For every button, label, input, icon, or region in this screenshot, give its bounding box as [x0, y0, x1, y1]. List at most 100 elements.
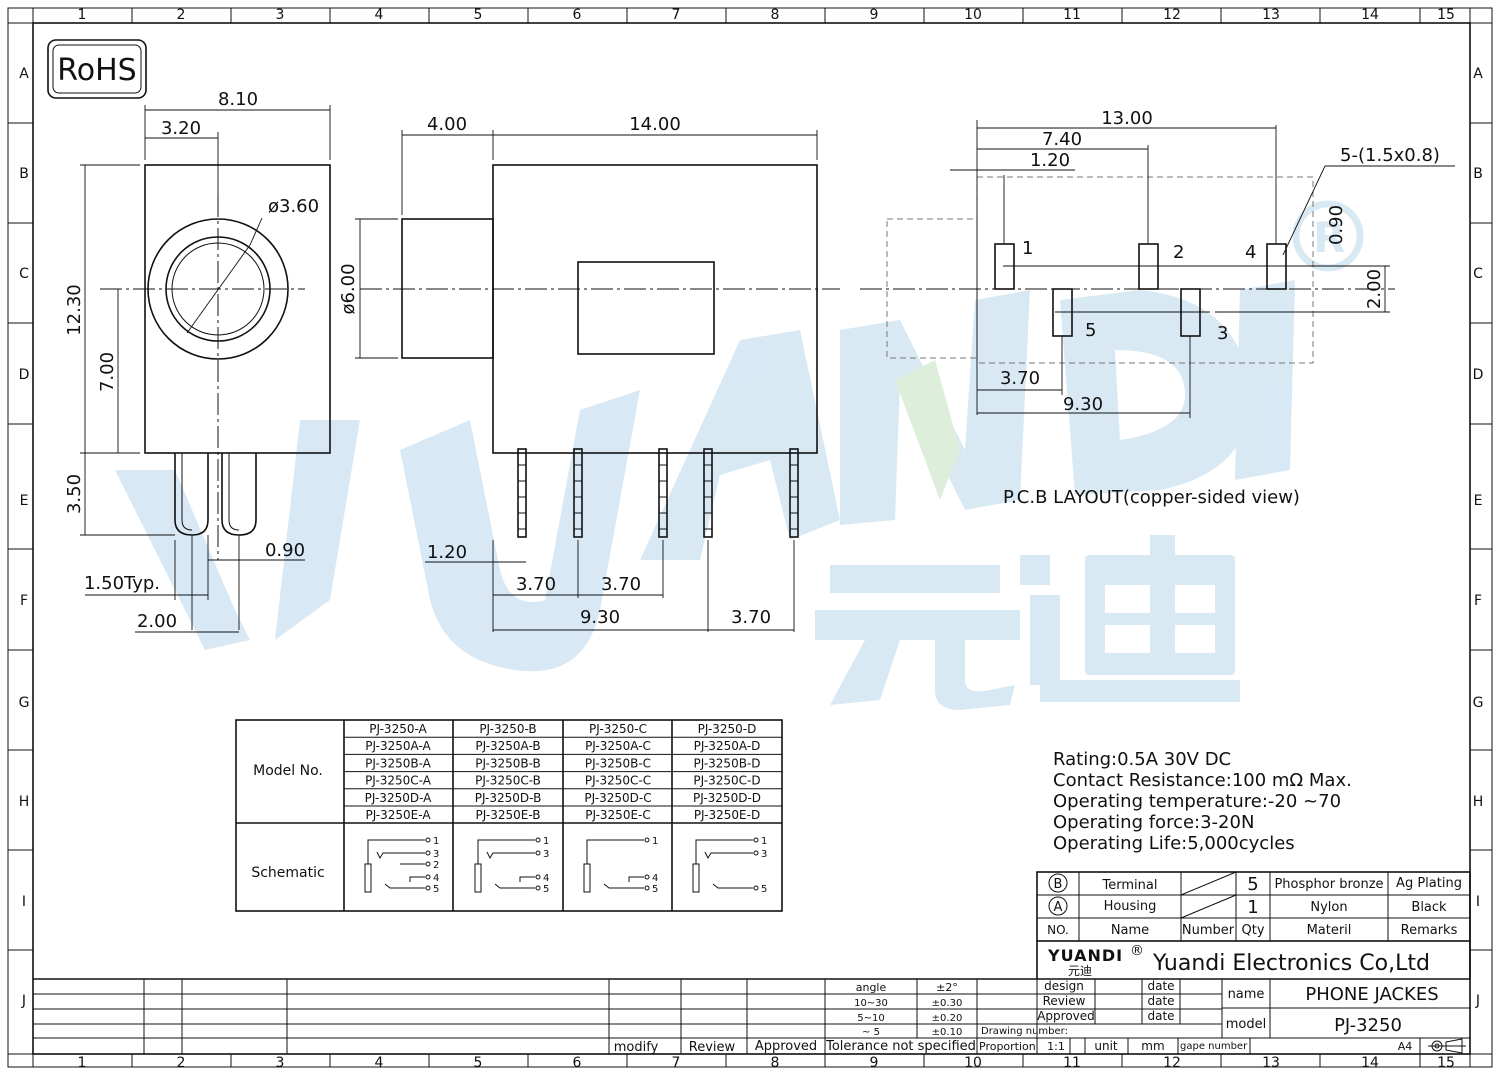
schematic-pin-label: 1 — [433, 836, 439, 847]
watermark: R — [115, 200, 1364, 710]
spec-line: Operating force:3-20N — [1053, 812, 1254, 833]
bom-name: Terminal — [1102, 878, 1158, 893]
tb-date: date — [1147, 1009, 1174, 1023]
model-number-cell: PJ-3250C-C — [585, 774, 651, 788]
dim-pcb-930: 9.30 — [1063, 394, 1103, 415]
spec-line: Operating Life:5,000cycles — [1053, 833, 1295, 854]
dim-pin-length: 3.50 — [64, 474, 85, 514]
grid-col-label: 3 — [276, 7, 285, 23]
schematic-pin-label: 3 — [761, 849, 767, 860]
model-number-cell: PJ-3250D-C — [584, 791, 651, 805]
company-logo-cjk: 元迪 — [1068, 964, 1092, 978]
tol-value: ±2° — [936, 981, 958, 994]
grid-row-label: B — [1473, 166, 1483, 182]
tb-review: Review — [1043, 994, 1086, 1008]
grid-row-label: F — [20, 593, 28, 609]
grid-row-label: F — [1474, 593, 1482, 609]
dim-center: 7.00 — [97, 352, 118, 392]
tb-mm: mm — [1141, 1039, 1164, 1053]
grid-row-label: A — [19, 66, 29, 82]
grid-row-label: E — [20, 493, 29, 509]
model-number-cell: PJ-3250D-A — [365, 791, 433, 805]
schematic-pin-label: 4 — [433, 873, 439, 884]
company-name: Yuandi Electronics Co,Ltd — [1152, 951, 1430, 976]
dim-width: 8.10 — [218, 89, 258, 110]
dim-pcb-370: 3.70 — [1000, 368, 1040, 389]
grid-col-label: 1 — [78, 7, 87, 23]
tb-drawing-number: Drawing number: — [981, 1026, 1068, 1037]
bom-remarks: Ag Plating — [1396, 876, 1462, 891]
grid-col-label: 7 — [672, 7, 681, 23]
pcb-pin-5: 5 — [1085, 320, 1096, 341]
rohs-mark: RoHS — [47, 39, 147, 99]
dim-pcb-hole: 5-(1.5x0.8) — [1340, 145, 1440, 166]
company-logo: YUANDI — [1047, 946, 1123, 965]
pcb-pin-3: 3 — [1217, 323, 1228, 344]
schematic-pin-label: 3 — [543, 849, 549, 860]
dim-nose: 4.00 — [427, 114, 467, 135]
tol-range: 5~10 — [857, 1013, 884, 1024]
grid-row-label: C — [1473, 266, 1483, 282]
tb-approved: Approved — [1037, 1009, 1095, 1023]
tol-range: angle — [856, 981, 887, 994]
dim-pcb-total: 13.00 — [1101, 108, 1153, 129]
dim-p4: 3.70 — [731, 607, 771, 628]
front-pin — [789, 448, 799, 538]
pcb-layout: 13.00 7.40 1.20 5-(1.5x0.8) 0.90 2.00 1 … — [860, 108, 1455, 508]
grid-col-label: 11 — [1063, 7, 1081, 23]
front-pin — [573, 448, 583, 538]
watermark-reg-letter: R — [1313, 213, 1345, 262]
dim-pcb-200: 2.00 — [1364, 269, 1385, 309]
tb-date: date — [1147, 979, 1174, 993]
grid-row-label: J — [21, 993, 26, 1009]
schematic-pin-label: 2 — [433, 860, 439, 871]
grid-col-label: 13 — [1262, 7, 1280, 23]
schematic-pin-label: 5 — [543, 884, 549, 895]
dim-pcb-090: 0.90 — [1326, 205, 1347, 245]
grid-row-label: C — [19, 266, 29, 282]
title-block: YUANDI ® 元迪 Yuandi Electronics Co,Ltd mo… — [33, 941, 1471, 1055]
dim-front-pin-width: 1.20 — [427, 542, 467, 563]
rohs-text: RoHS — [57, 53, 136, 88]
schematic-pin-label: 1 — [761, 836, 767, 847]
pcb-pin-4: 4 — [1245, 242, 1256, 263]
front-view: 4.00 14.00 ø6.00 1.20 3.70 3.70 9.30 3.7… — [338, 114, 840, 632]
tol-value: ±0.20 — [932, 1013, 963, 1024]
tb-ratio: 1:1 — [1047, 1040, 1065, 1053]
grid-row-label: A — [1473, 66, 1483, 82]
tb-proportion: Proportion — [979, 1040, 1036, 1053]
schematic-pin-label: 4 — [543, 873, 549, 884]
grid-row-label: B — [19, 166, 29, 182]
tb-date: date — [1147, 994, 1174, 1008]
grid-col-label: 9 — [870, 7, 879, 23]
model-number-cell: PJ-3250E-C — [585, 808, 651, 822]
dim-offset: 3.20 — [161, 118, 201, 139]
model-number-cell: PJ-3250E-A — [365, 808, 431, 822]
grid-col-label: 5 — [474, 7, 483, 23]
grid-row-label: G — [19, 695, 30, 711]
tol-range: ~ 5 — [862, 1027, 880, 1038]
pcb-pin-1: 1 — [1022, 238, 1033, 259]
dim-pcb-740: 7.40 — [1042, 129, 1082, 150]
tb-name-value: PHONE JACKES — [1305, 984, 1438, 1005]
bom-qty: 1 — [1247, 897, 1258, 918]
model-number-cell: PJ-3250C-A — [365, 774, 432, 788]
grid-col-label: 2 — [177, 1055, 186, 1071]
grid-col-label: 11 — [1063, 1055, 1081, 1071]
schematic-diagram: 1 3 45 — [474, 836, 549, 895]
grid-col-label: 6 — [573, 1055, 582, 1071]
bom-table: B A Terminal Housing 5 1 Phosphor bronze… — [1036, 871, 1471, 942]
watermark-cjk — [815, 535, 1240, 710]
front-pin — [517, 448, 527, 538]
schematic-pin-label: 1 — [543, 836, 549, 847]
model-number-cell: PJ-3250B-B — [475, 756, 541, 770]
watermark-reg-icon — [1292, 200, 1364, 272]
schematic-pin-label: 1 — [652, 836, 658, 847]
bom-header-qty: Qty — [1241, 923, 1264, 938]
dim-pcb-120: 1.20 — [1030, 150, 1070, 171]
grid-row-label: I — [1476, 894, 1480, 910]
grid-row-label: D — [19, 367, 30, 383]
dim-body: 14.00 — [629, 114, 681, 135]
side-view: 8.10 3.20 ø3.60 12.30 7.00 3.50 0.90 1.5… — [64, 89, 331, 633]
